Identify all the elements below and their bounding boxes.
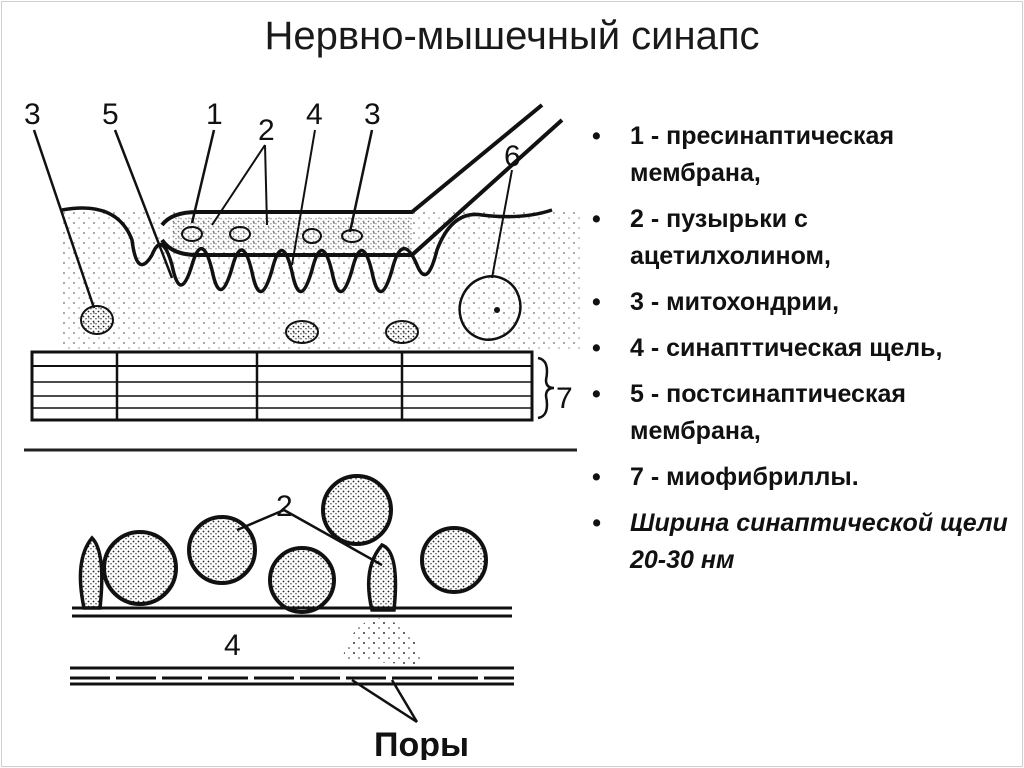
bullet: • <box>592 205 601 233</box>
label-7: 7 <box>556 382 573 415</box>
vesicle-large <box>187 515 257 585</box>
legend-list: • 1 - пресинаптическая мембрана, • 2 - пуз… <box>590 118 1010 588</box>
nucleolus <box>494 307 500 313</box>
label-4-top: 4 <box>306 98 323 131</box>
leader-line <box>113 129 174 279</box>
legend-item: • 3 - митохондрии, <box>590 284 1010 321</box>
mitochondrion <box>385 320 419 344</box>
legend-item: • 5 - постсинаптическая мембрана, <box>590 376 1010 450</box>
legend-text: 5 - постсинаптическая мембрана, <box>630 380 906 445</box>
synapse-figure: 3 5 1 2 4 3 6 7 <box>22 90 582 760</box>
leader-line <box>348 129 374 233</box>
nucleus <box>458 275 522 341</box>
vesicle <box>341 229 363 243</box>
legend-text: 3 - митохондрии, <box>630 288 840 316</box>
leader-line <box>236 508 285 532</box>
legend-text: 1 - пресинаптическая мембрана, <box>630 122 895 187</box>
label-1: 1 <box>206 98 223 131</box>
top-diagram: 3 5 1 2 4 3 6 7 <box>24 98 582 422</box>
label-pores: Поры <box>374 726 469 760</box>
postsynaptic-membrane <box>61 206 553 294</box>
bullet: • <box>592 509 601 537</box>
label-2-top: 2 <box>258 114 275 147</box>
legend-item: • 7 - миофибриллы. <box>590 459 1010 496</box>
leader-line <box>390 679 419 723</box>
leader-line <box>32 129 96 309</box>
vesicle-large <box>268 546 336 614</box>
label-2-bottom: 2 <box>276 490 293 523</box>
bullet: • <box>592 334 601 362</box>
leader-line <box>351 678 418 724</box>
legend-note: • Ширина синаптической щели 20-30 нм <box>590 505 1010 579</box>
bullet: • <box>592 463 601 491</box>
myofibrils-brace <box>537 356 555 420</box>
acetylcholine-cloud <box>342 618 422 665</box>
fusing-vesicle-left <box>78 535 104 610</box>
bottom-diagram: 2 4 Поры <box>70 474 514 760</box>
legend-note-text: Ширина синаптической щели 20-30 нм <box>630 509 1008 574</box>
label-5: 5 <box>102 98 119 131</box>
label-4-bottom: 4 <box>224 629 241 662</box>
legend-item: • 2 - пузырьки с ацетилхолином, <box>590 201 1010 275</box>
leader-line <box>190 129 216 224</box>
vesicle-large <box>420 526 488 594</box>
fusing-vesicle-center <box>366 542 398 612</box>
legend-item: • 4 - синапттическая щель, <box>590 330 1010 367</box>
label-3-right: 3 <box>364 98 381 131</box>
vesicle-large <box>102 530 178 606</box>
vesicle <box>229 226 251 242</box>
legend-item: • 1 - пресинаптическая мембрана, <box>590 118 1010 192</box>
vesicle <box>181 226 203 242</box>
bullet: • <box>592 380 601 408</box>
vesicle <box>302 228 322 244</box>
synapse-diagram: 3 5 1 2 4 3 6 7 <box>24 98 582 760</box>
legend-text: 2 - пузырьки с ацетилхолином, <box>630 205 832 270</box>
leader-line <box>291 129 316 266</box>
bullet: • <box>592 288 601 316</box>
leader-line <box>264 144 268 226</box>
label-3-left: 3 <box>24 98 41 131</box>
label-6: 6 <box>504 140 521 173</box>
myofibrils <box>30 350 534 422</box>
leader-line <box>283 508 383 567</box>
leader-line <box>491 169 513 279</box>
bullet: • <box>592 122 601 150</box>
legend-text: 4 - синапттическая щель, <box>630 334 943 362</box>
leader-line <box>211 144 266 226</box>
axon-terminal-fill <box>172 218 412 250</box>
vesicle-large <box>321 474 393 546</box>
legend-text: 7 - миофибриллы. <box>630 463 859 491</box>
mitochondrion <box>80 305 114 335</box>
slide-title: Нервно-мышечный синапс <box>264 14 760 58</box>
mitochondrion <box>285 320 319 344</box>
